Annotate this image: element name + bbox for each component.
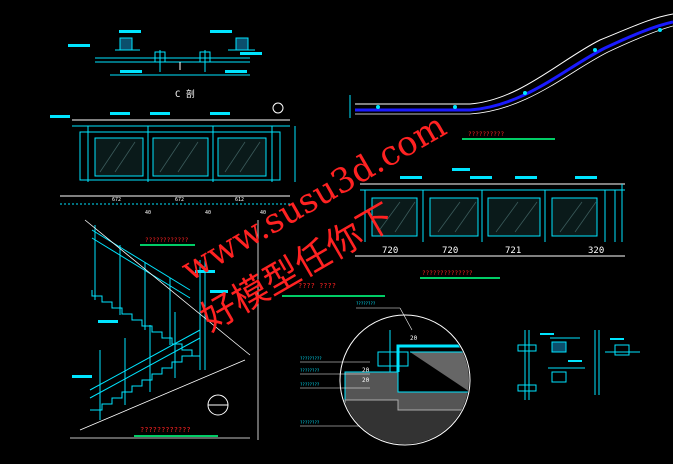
section-c-labels xyxy=(68,30,262,73)
detail-circle-title: ???? ???? xyxy=(298,282,336,290)
detail-dim-1: 20 xyxy=(410,335,418,342)
detail-dim-3: 20 xyxy=(362,377,370,384)
left-dimensions: 672 672 612 40 40 40 xyxy=(112,197,266,216)
left-railing-elevation xyxy=(50,102,296,205)
detail-leader-4: ???????? xyxy=(300,382,320,387)
dim-right-2: 720 xyxy=(442,246,458,256)
right-dimensions: 720 720 721 320 xyxy=(382,246,604,256)
detail-circle xyxy=(300,307,471,446)
detail-leader-3: ???????? xyxy=(300,368,320,373)
dim-left-1: 672 xyxy=(112,197,121,203)
detail-leader-labels: ???????? ????????? ???????? ???????? ???… xyxy=(300,301,376,425)
section-label: C 剖 xyxy=(175,88,195,100)
detail-dim-2: 20 xyxy=(362,367,370,374)
dim-left-sub-3: 40 xyxy=(260,210,266,216)
stair-labels xyxy=(72,270,228,378)
detail-leader-5: ???????? xyxy=(300,420,320,425)
small-detail-labels xyxy=(540,333,624,362)
curved-handrail-plan xyxy=(349,13,673,118)
detail-leader-2: ????????? xyxy=(300,356,322,361)
right-elev-title: ?????????????? xyxy=(422,270,473,277)
small-post-details xyxy=(517,330,640,400)
stair-elevation xyxy=(70,219,259,440)
stair-elev-title: ???????????? xyxy=(145,237,189,244)
detail-dims: 20 20 20 xyxy=(362,335,418,384)
detail-leader-1: ???????? xyxy=(356,301,376,306)
section-c-detail xyxy=(95,37,255,76)
dim-left-sub-2: 40 xyxy=(205,210,211,216)
plan-curve-title: ?????????? xyxy=(468,131,505,138)
dim-right-4: 320 xyxy=(588,246,604,256)
dim-right-3: 721 xyxy=(505,246,521,256)
dim-left-sub-1: 40 xyxy=(145,210,151,216)
dim-left-3: 612 xyxy=(235,197,244,203)
dim-right-1: 720 xyxy=(382,246,398,256)
right-railing-elevation xyxy=(355,168,625,257)
stair-bottom-title: ???????????? xyxy=(140,426,191,434)
dim-left-2: 672 xyxy=(175,197,184,203)
